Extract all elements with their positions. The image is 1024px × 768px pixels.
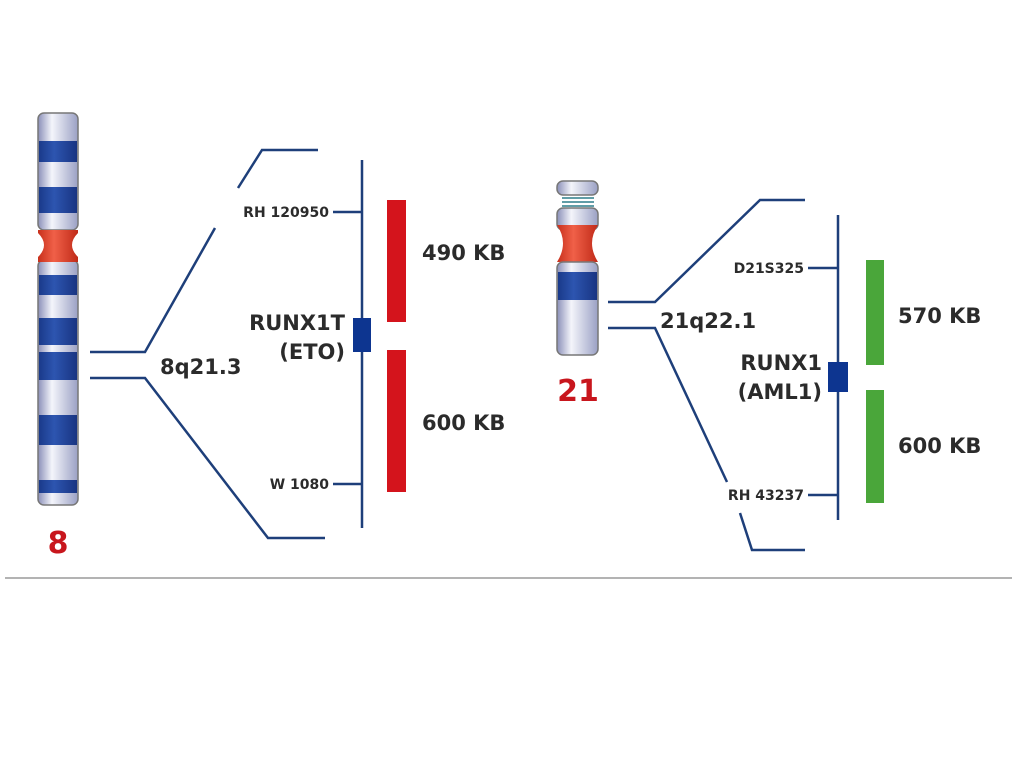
marker-w1080: W 1080 <box>270 477 330 493</box>
size-570kb: 570 KB <box>898 304 981 328</box>
gene-runx1: RUNX1 <box>740 351 822 375</box>
gene-box-runx1t <box>353 318 371 352</box>
chromosome-21-label: 21 <box>557 374 599 409</box>
chromosome-8 <box>37 112 79 506</box>
size-600kb-left: 600 KB <box>422 411 505 435</box>
segment-bar-570kb <box>866 260 884 365</box>
chromosome-8-label: 8 <box>48 526 69 561</box>
segment-bar-600kb-left <box>387 350 406 492</box>
chromosome-21 <box>556 180 599 356</box>
size-600kb-right: 600 KB <box>898 434 981 458</box>
marker-d21s325: D21S325 <box>734 261 804 277</box>
size-490kb: 490 KB <box>422 241 505 265</box>
band-21q22-1: 21q22.1 <box>660 309 756 333</box>
gene-runx1t: RUNX1T <box>249 311 346 335</box>
gene-alias-aml1: (AML1) <box>738 380 822 404</box>
segment-bar-600kb-right <box>866 390 884 503</box>
band-8q21-3: 8q21.3 <box>160 355 241 379</box>
segment-bar-490kb <box>387 200 406 322</box>
marker-rh120950: RH 120950 <box>243 205 329 221</box>
gene-alias-eto: (ETO) <box>279 340 345 364</box>
gene-box-runx1 <box>828 362 848 392</box>
marker-rh43237: RH 43237 <box>728 488 804 504</box>
